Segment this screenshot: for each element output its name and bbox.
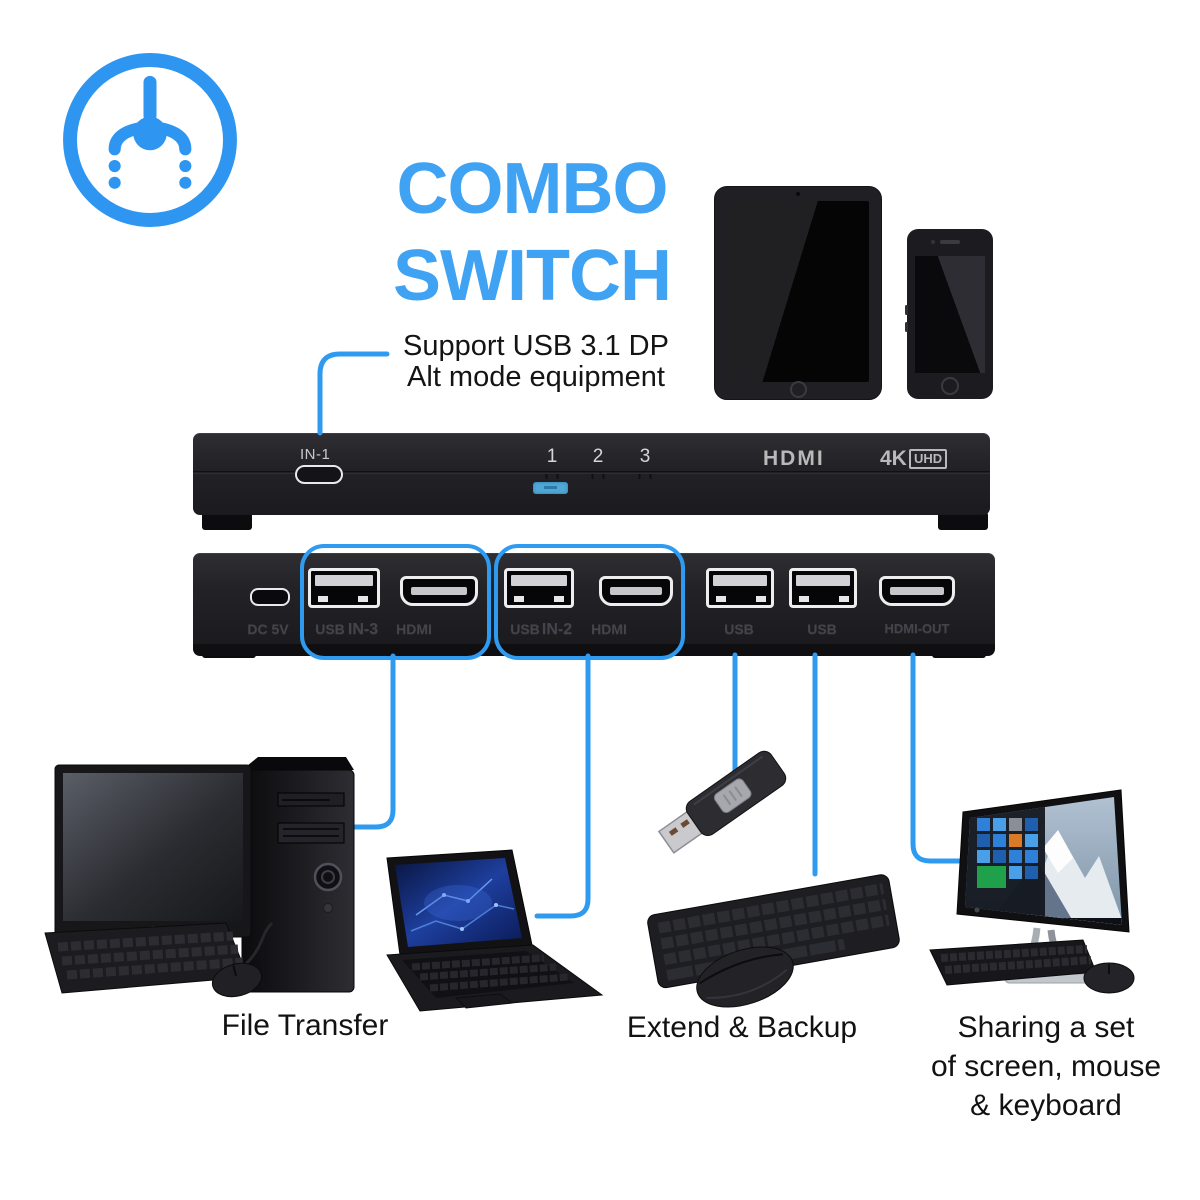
channel-tick <box>545 474 559 479</box>
hdmi-out-port-icon <box>879 576 955 606</box>
page-title: COMBO SWITCH <box>382 146 682 320</box>
hdmi-out-label: HDMI-OUT <box>884 621 950 636</box>
line-in1-to-note <box>317 351 390 436</box>
hdmi-logo: HDMI <box>763 447 825 470</box>
usb-c-port-icon <box>295 465 343 484</box>
usb-port-in2-icon <box>504 568 574 608</box>
hdmi-port-in3-icon <box>400 576 478 606</box>
subtitle: Support USB 3.1 DP Alt mode equipment <box>380 331 692 393</box>
in2-label: IN-2 <box>541 621 573 638</box>
usb-flash-drive-illustration <box>657 750 787 854</box>
caption-sharing-line2: of screen, mouse <box>930 1050 1162 1083</box>
phone-speaker-icon <box>940 240 960 244</box>
usb-a-label: USB <box>724 621 754 637</box>
uhd-badge: UHD <box>909 449 948 469</box>
channel-indicator-2: 2 <box>592 446 604 467</box>
in3-hdmi-label: HDMI <box>396 621 432 637</box>
channel-indicator-3: 3 <box>639 446 651 467</box>
caption-sharing: Sharing a set of screen, mouse & keyboar… <box>896 1008 1196 1125</box>
switch-back-panel: DC 5V USB IN-3 HDMI USB IN-2 HDMI USB US… <box>193 553 995 644</box>
in3-usb-label: USB <box>315 621 345 637</box>
title-line2: SWITCH <box>393 236 672 316</box>
in3-label: IN-3 <box>347 621 379 638</box>
tablet-home-button-icon <box>790 381 807 398</box>
micro-usb-power-port-icon <box>250 588 290 606</box>
caption-extend-backup: Extend & Backup <box>626 1011 858 1044</box>
channel-tick <box>591 474 605 479</box>
power-port-label: DC 5V <box>247 621 289 637</box>
tablet-illustration <box>714 186 882 400</box>
caption-sharing-line3: & keyboard <box>970 1089 1122 1122</box>
channel-tick <box>638 474 652 479</box>
channel-indicator-1: 1 <box>546 446 558 467</box>
line-hdmiout-to-aio <box>910 652 962 864</box>
switch-splitter-icon <box>63 53 237 227</box>
line-in3-to-desktop <box>348 653 396 830</box>
phone-home-button-icon <box>941 377 959 395</box>
in2-hdmi-label: HDMI <box>591 621 627 637</box>
led-glyph <box>544 486 557 489</box>
subtitle-line1: Support USB 3.1 DP <box>403 330 669 362</box>
in2-usb-label: USB <box>510 621 540 637</box>
phone-camera-icon <box>931 240 935 244</box>
front-port-in1-label: IN-1 <box>300 446 331 463</box>
usb-b-label: USB <box>807 621 837 637</box>
front-panel-seam <box>193 471 990 474</box>
wireless-keyboard-mouse-illustration <box>647 874 900 1008</box>
phone-side-button-icon <box>905 305 908 315</box>
phone-side-button-icon <box>905 322 908 332</box>
caption-file-transfer: File Transfer <box>221 1009 389 1042</box>
usb-port-b-icon <box>789 568 857 608</box>
selection-led-indicator <box>533 482 568 494</box>
front-panel-foot <box>202 512 252 530</box>
laptop-illustration <box>386 849 604 1012</box>
subtitle-line2: Alt mode equipment <box>407 361 665 393</box>
desktop-computer-illustration <box>44 757 355 998</box>
usb-port-in3-icon <box>308 568 380 608</box>
4k-label: 4K <box>880 447 907 470</box>
line-in2-to-laptop <box>534 653 591 919</box>
caption-sharing-line1: Sharing a set <box>957 1011 1135 1044</box>
tablet-screen <box>727 201 869 382</box>
tablet-camera-icon <box>796 192 800 196</box>
phone-screen <box>915 256 985 373</box>
switch-front-panel: IN-1 1 2 3 HDMI 4K UHD <box>193 433 990 515</box>
smartphone-illustration <box>905 229 993 399</box>
hdmi-port-in2-icon <box>599 576 673 606</box>
usb-port-a-icon <box>706 568 774 608</box>
title-line1: COMBO <box>396 149 669 229</box>
back-panel-bottom-edge <box>193 644 995 656</box>
front-panel-foot <box>938 512 988 530</box>
all-in-one-pc-illustration <box>929 789 1135 994</box>
